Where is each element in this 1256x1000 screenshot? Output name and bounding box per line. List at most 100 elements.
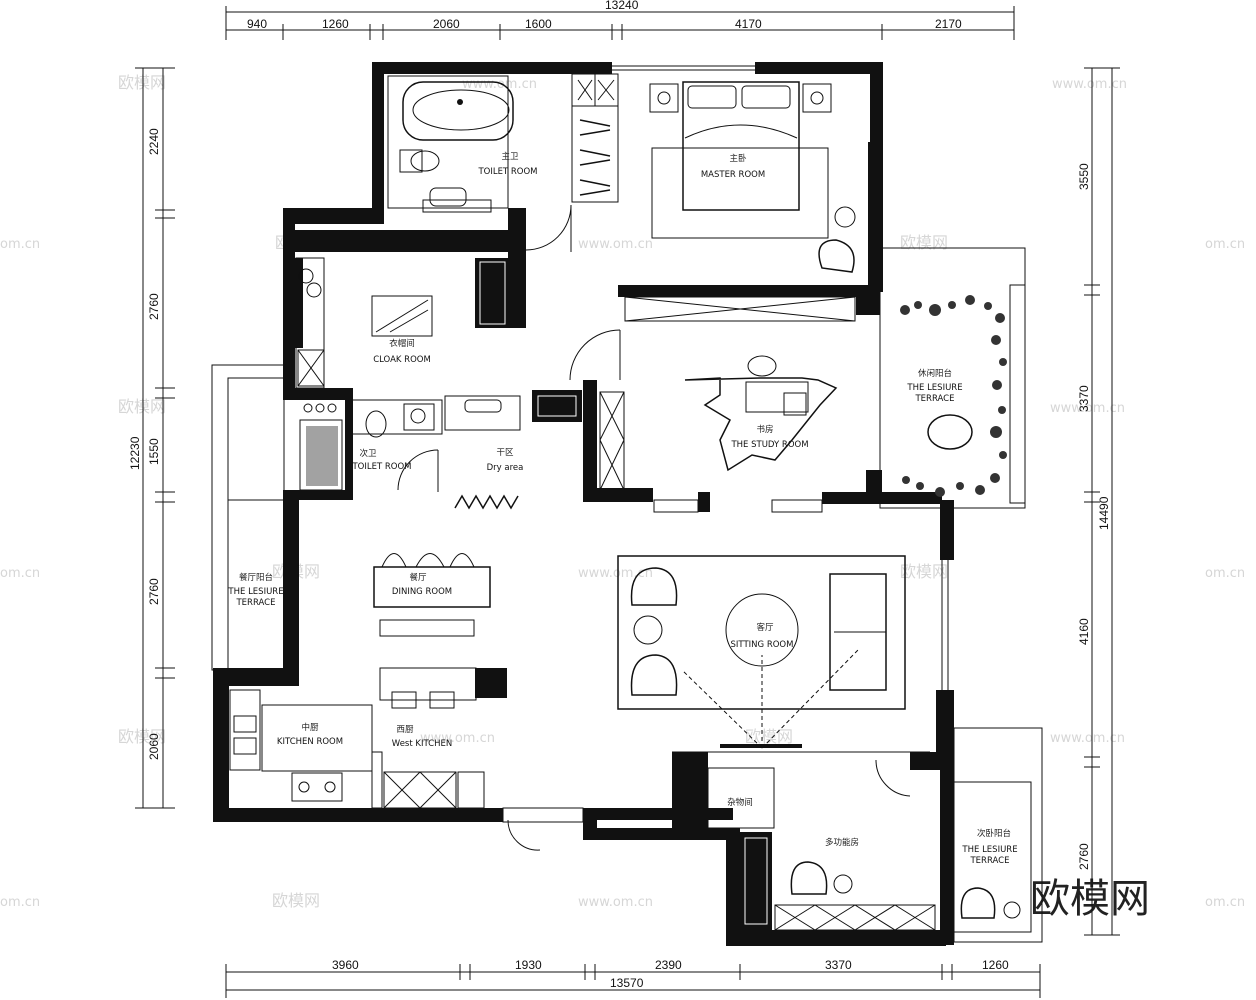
cloak-room: 衣帽间 CLOAK ROOM (295, 257, 510, 389)
dim-bottom-seg: 3370 (825, 958, 852, 972)
room-label-cn: 中厨 (301, 722, 319, 733)
dim-left-seg: 2760 (147, 293, 161, 320)
watermark-url: www.om.cn (1052, 77, 1127, 92)
dry-area: 干区 Dry area (444, 390, 582, 510)
room-label-cn: 餐厅阳台 (239, 572, 273, 583)
dim-left-seg: 1550 (147, 438, 161, 465)
dim-top-seg: 4170 (735, 17, 762, 31)
room-label-en: THE LESIURE (906, 383, 962, 393)
dim-right-seg: 3370 (1077, 385, 1091, 412)
room-label-en: KITCHEN ROOM (277, 737, 343, 747)
room-label-cn: 衣帽间 (389, 338, 415, 349)
dim-top-seg: 940 (247, 17, 267, 31)
watermark-url: om.cn (0, 237, 40, 252)
room-label-en: CLOAK ROOM (373, 355, 431, 365)
master-room: 主卧 MASTER ROOM (649, 81, 877, 273)
watermark-url: www.om.cn (1050, 731, 1125, 746)
watermark-url: www.om.cn (578, 566, 653, 581)
room-label-en: THE LESIURE (227, 587, 283, 597)
room-label-cn: 主卫 (501, 151, 519, 162)
dimension-top: 13240 940 1260 2060 1600 4170 2170 (225, 0, 1015, 40)
toilet-room-second: 次卫 TOILET ROOM (299, 399, 443, 492)
room-label-cn: 次卧阳台 (977, 828, 1011, 839)
planters (900, 295, 1007, 497)
sitting-room: 客厅 SITTING ROOM (617, 555, 906, 749)
watermark-brand: 欧模网 (900, 233, 948, 252)
west-kitchen: 西厨 West KITCHEN (371, 667, 541, 851)
watermark-brand: 欧模网 (118, 397, 166, 416)
dining-room: 餐厅 DINING ROOM (373, 553, 491, 637)
toilet (399, 149, 440, 173)
study-room: 书房 THE STUDY ROOM (569, 296, 856, 491)
dim-top-seg: 2170 (935, 17, 962, 31)
room-label-en: DINING ROOM (392, 587, 452, 597)
dimension-bottom: 3960 1930 2390 3370 1260 13570 (225, 958, 1041, 998)
dim-bottom-seg: 3960 (332, 958, 359, 972)
watermark-brand-large: 欧模网 (1030, 876, 1150, 922)
room-label-en: TOILET ROOM (351, 462, 411, 472)
watermark-url: www.om.cn (1050, 401, 1125, 416)
room-label-cn: 主卧 (729, 153, 747, 164)
room-label-cn: 书房 (756, 424, 773, 435)
dim-right-total: 14490 (1097, 496, 1111, 530)
dim-bottom-seg: 2390 (655, 958, 682, 972)
watermark-brand: 欧模网 (272, 891, 320, 910)
thin-lines (211, 65, 1043, 943)
room-label-cn: 西厨 (396, 725, 414, 735)
multi-function-room: 多功能房 (740, 832, 936, 931)
dim-right-seg: 2760 (1077, 843, 1091, 870)
dim-left-seg: 2240 (147, 128, 161, 155)
second-terrace: 次卧阳台 THE LESIURE TERRACE (960, 828, 1021, 919)
bed (682, 81, 800, 211)
watermark-brand: 欧模网 (118, 727, 166, 746)
watermark-url: om.cn (0, 895, 40, 910)
dim-top-seg: 1600 (525, 17, 552, 31)
dim-left-seg: 2060 (147, 733, 161, 760)
watermark-url: www.om.cn (578, 895, 653, 910)
room-label-en: Dry area (487, 463, 524, 473)
kitchen-room: 中厨 KITCHEN ROOM (229, 689, 373, 802)
room-label-cn: 干区 (496, 448, 514, 458)
room-label-en: THE LESIURE (961, 845, 1017, 855)
room-label-cn: 休闲阳台 (918, 368, 952, 379)
room-label-cn: 多功能房 (825, 837, 859, 848)
watermark-url: www.om.cn (420, 731, 495, 746)
dimension-left: 2240 2760 1550 2760 2060 12230 (128, 67, 175, 809)
dining-terrace: 餐厅阳台 THE LESIURE TERRACE (227, 572, 283, 608)
watermark-url: om.cn (1205, 566, 1245, 581)
bathtub (402, 81, 514, 141)
desk (684, 355, 838, 472)
room-label-cn: 客厅 (756, 622, 774, 633)
watermark-url: om.cn (1205, 895, 1245, 910)
room-label-cn: 餐厅 (409, 573, 427, 583)
dim-top-seg: 2060 (433, 17, 460, 31)
watermark-url: www.om.cn (462, 77, 537, 92)
toilet-room-main: 主卫 TOILET ROOM (387, 73, 619, 252)
watermark-url: www.om.cn (578, 237, 653, 252)
watermark-url: om.cn (0, 566, 40, 581)
room-label-en: TERRACE (235, 598, 275, 608)
room-label-en: TERRACE (969, 856, 1009, 866)
room-label-en: TOILET ROOM (477, 167, 537, 177)
room-label-en: West KITCHEN (392, 739, 452, 749)
dimension-right: 3550 3370 4160 2760 14490 (1077, 67, 1120, 936)
room-label-cn: 杂物间 (727, 797, 753, 808)
dim-top-total: 13240 (605, 0, 639, 12)
watermark-brand: 欧模网 (745, 727, 793, 746)
room-label-cn: 次卫 (359, 448, 377, 459)
dim-right-seg: 4160 (1077, 618, 1091, 645)
dim-bottom-seg: 1260 (982, 958, 1009, 972)
dim-bottom-seg: 1930 (515, 958, 542, 972)
lounge-chair (818, 239, 855, 273)
watermark-brand: 欧模网 (118, 73, 166, 92)
room-label-en: SITTING ROOM (731, 640, 794, 650)
dim-left-total: 12230 (128, 436, 142, 470)
room-label-en: MASTER ROOM (701, 170, 765, 180)
room-label-en: THE STUDY ROOM (730, 440, 808, 450)
dim-right-seg: 3550 (1077, 163, 1091, 190)
watermark-url: om.cn (1205, 237, 1245, 252)
room-label-en: TERRACE (914, 394, 954, 404)
dim-top-seg: 1260 (322, 17, 349, 31)
leisure-terrace-right: 休闲阳台 THE LESIURE TERRACE (900, 295, 1007, 497)
